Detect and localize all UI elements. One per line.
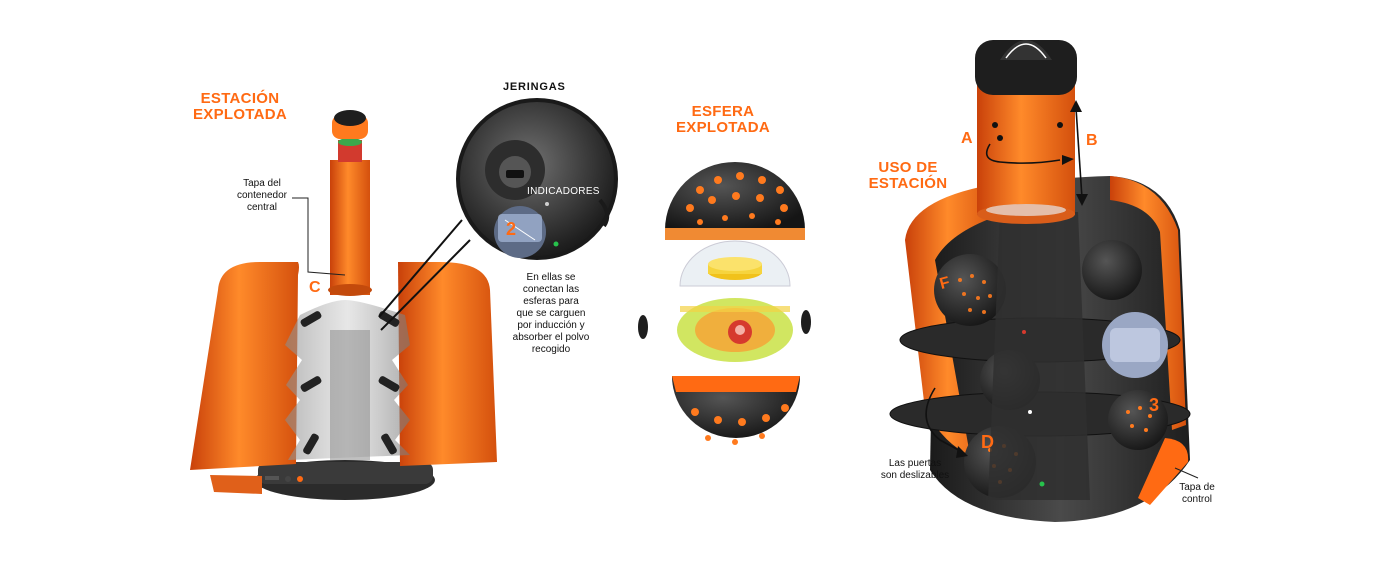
connect-note-line2: conectan las — [522, 284, 580, 295]
doors-note-line1: Las puertas — [888, 458, 942, 469]
control-lid-label-line2: control — [1181, 494, 1212, 505]
connect-note-line1: En ellas se — [526, 272, 576, 283]
vertical-arrowhead-b-down — [1076, 194, 1088, 206]
syringes-title: JERINGAS — [503, 81, 566, 93]
doors-note: Las puertas son deslizables — [870, 458, 960, 482]
station-use-illustration — [889, 40, 1191, 522]
station-use-title: USO DE ESTACIÓN — [862, 160, 954, 192]
station-exploded-title-line2: EXPLOTADA — [192, 106, 288, 123]
label-c: C — [309, 279, 321, 296]
lid-central-label-line3: central — [246, 202, 277, 213]
indicators-label: INDICADORES — [527, 186, 600, 197]
doors-note-line2: son deslizables — [880, 470, 950, 481]
sliding-door-arrow — [925, 387, 963, 453]
lid-central-label: Tapa del contenedor central — [230, 178, 294, 214]
connect-note: En ellas se conectan las esferas para qu… — [496, 272, 606, 356]
exploded-sphere-illustration — [638, 162, 811, 445]
sphere-exploded-title-line1: ESFERA — [691, 103, 755, 120]
control-lid-label: Tapa de control — [1172, 482, 1222, 506]
connect-note-line6: absorber el polvo — [512, 332, 590, 343]
rotation-arrow-a — [985, 143, 1061, 164]
station-exploded-title-line1: ESTACIÓN — [200, 90, 280, 107]
control-lid-leader — [1174, 467, 1199, 479]
connect-note-line3: esferas para — [523, 296, 579, 307]
vertical-arrow-b — [1075, 107, 1083, 199]
sphere-exploded-title-line2: EXPLOTADA — [675, 119, 771, 136]
lid-leader-line — [292, 197, 346, 276]
rotation-arrowhead-a — [1062, 155, 1074, 165]
label-b: B — [1086, 132, 1098, 149]
exploded-station-illustration — [190, 110, 497, 500]
control-lid-label-line1: Tapa de — [1179, 482, 1215, 493]
station-use-title-line1: USO DE — [878, 159, 938, 176]
vertical-arrowhead-b-up — [1070, 100, 1082, 112]
label-d: D — [981, 432, 994, 452]
sphere-exploded-title: ESFERA EXPLOTADA — [668, 104, 778, 136]
station-use-title-line2: ESTACIÓN — [868, 175, 948, 192]
lid-central-label-line1: Tapa del — [243, 178, 281, 189]
label-a: A — [961, 130, 973, 147]
lid-central-label-line2: contenedor — [236, 190, 288, 201]
connect-note-line5: por inducción y — [517, 320, 585, 331]
syringe-zoom-circle — [456, 98, 618, 260]
sliding-door-arrowhead — [956, 446, 968, 458]
connect-note-line7: recogido — [531, 344, 571, 355]
label-3: 3 — [1149, 395, 1160, 415]
zoom-leader-lower — [380, 239, 471, 331]
zoom-leader-upper — [378, 219, 463, 318]
connect-note-line4: que se carguen — [516, 308, 586, 319]
station-exploded-title: ESTACIÓN EXPLOTADA — [190, 91, 290, 123]
label-2: 2 — [506, 219, 517, 239]
